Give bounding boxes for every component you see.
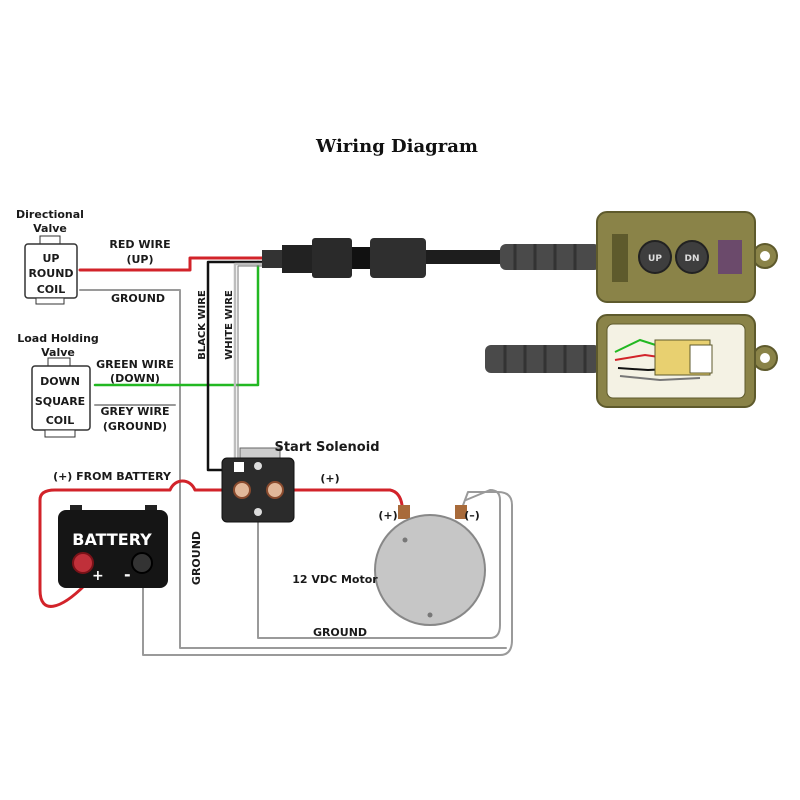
green-wire-down-label: (DOWN) — [110, 372, 160, 385]
directional-valve-label-1: Directional — [16, 208, 84, 221]
ground-top-label: GROUND — [111, 292, 165, 305]
solenoid-label: Start Solenoid — [274, 440, 379, 455]
directional-valve-label-2: Valve — [33, 222, 67, 235]
battery — [58, 505, 168, 588]
ground-wire-main — [179, 639, 507, 649]
coil-round-text: ROUND — [28, 267, 73, 280]
black-wire — [206, 260, 264, 472]
coil-round-coil-text: COIL — [37, 283, 66, 296]
white-wire-label: WHITE WIRE — [224, 290, 235, 360]
load-holding-label-2: Valve — [41, 346, 75, 359]
start-solenoid — [221, 447, 295, 523]
ground-wire-loop — [142, 491, 513, 656]
ground-wire-solenoid — [257, 489, 501, 639]
motor-positive-label: (+) — [378, 509, 397, 522]
load-holding-coil — [31, 357, 91, 438]
red-wire-label: RED WIRE — [109, 238, 170, 251]
positive-wire-label: (+) — [320, 472, 339, 485]
red-wire-up-label: (UP) — [126, 253, 153, 266]
motor-negative-label: (–) — [464, 509, 480, 522]
coil-square-coil-text: COIL — [46, 414, 75, 427]
red-wire-battery — [38, 479, 244, 608]
strain-relief-bottom — [485, 345, 600, 373]
red-wire-up — [78, 256, 264, 272]
motor — [374, 505, 486, 626]
pendant-dn-label: DN — [684, 254, 699, 264]
pendant-up-label: UP — [648, 254, 662, 264]
directional-valve-coil — [24, 235, 78, 305]
pendant-open — [596, 314, 778, 408]
coil-down-text: DOWN — [40, 375, 80, 388]
white-wire — [233, 262, 264, 462]
coil-up-text: UP — [43, 252, 60, 265]
diagram-title: Wiring Diagram — [315, 136, 478, 157]
black-wire-label: BLACK WIRE — [197, 290, 208, 360]
battery-label: BATTERY — [72, 530, 152, 549]
strain-relief-top — [500, 244, 600, 270]
ground-vertical-label: GROUND — [190, 531, 203, 585]
grey-wire-ground-label: (GROUND) — [103, 420, 167, 433]
red-wire-motor — [273, 488, 404, 507]
pendant-closed — [596, 211, 778, 303]
battery-positive-symbol: + — [92, 568, 104, 584]
coil-square-text: SQUARE — [35, 395, 85, 408]
white-wire-outline — [237, 265, 263, 461]
ground-wire-round-coil — [79, 289, 181, 641]
motor-label: 12 VDC Motor — [292, 573, 378, 586]
green-wire-down — [93, 260, 260, 387]
load-holding-label-1: Load Holding — [17, 332, 99, 345]
battery-negative-symbol: - — [124, 565, 131, 584]
green-wire-label: GREEN WIRE — [96, 358, 174, 371]
from-battery-label: (+) FROM BATTERY — [53, 470, 172, 483]
ground-bottom-label: GROUND — [313, 626, 367, 639]
grey-wire-label: GREY WIRE — [100, 405, 169, 418]
